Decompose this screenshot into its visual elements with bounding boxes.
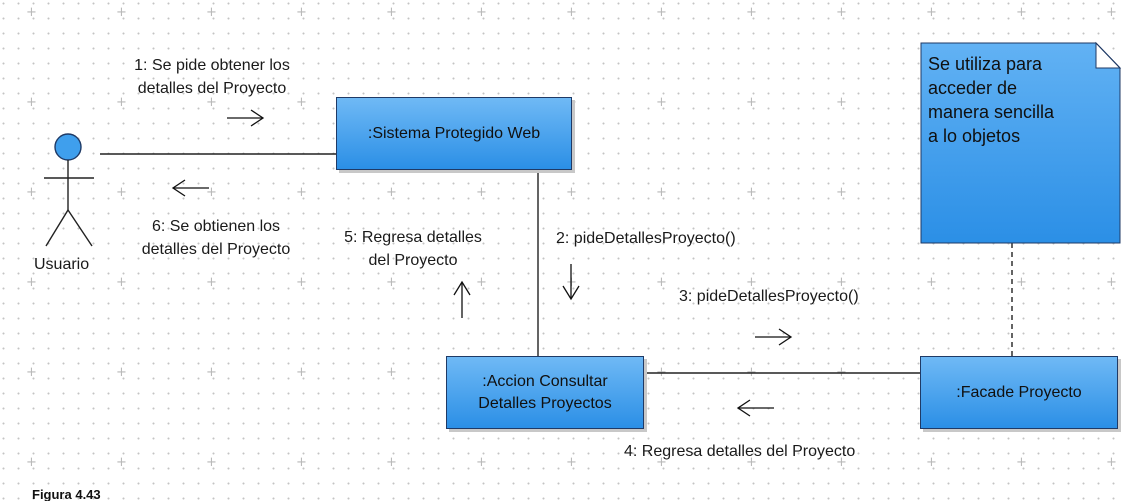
grid-plus-mark: + [566, 455, 577, 470]
message-1-line2: detalles del Proyecto [137, 80, 287, 97]
grid-plus-mark: + [836, 5, 847, 20]
grid-plus-mark: + [26, 5, 37, 20]
grid-plus-mark: + [476, 5, 487, 20]
grid-plus-mark: + [386, 185, 397, 200]
grid-plus-mark: + [386, 275, 397, 290]
grid-plus-mark: + [656, 95, 667, 110]
arrow-m1 [227, 109, 265, 127]
grid-plus-mark: + [1016, 5, 1027, 20]
message-6-line2: detalles del Proyecto [141, 241, 291, 258]
grid-plus-mark: + [656, 5, 667, 20]
grid-plus-mark: + [296, 185, 307, 200]
grid-plus-mark: + [746, 455, 757, 470]
message-5-line1: 5: Regresa detalles [344, 229, 482, 246]
grid-plus-mark: + [746, 5, 757, 20]
grid-plus-mark: + [206, 275, 217, 290]
grid-plus-mark: + [746, 95, 757, 110]
object-sistema-label: :Sistema Protegido Web [367, 124, 541, 142]
message-5-line2: del Proyecto [368, 252, 458, 269]
grid-plus-mark: + [116, 365, 127, 380]
message-5: 5: Regresa detalles del Proyecto [318, 226, 508, 272]
grid-plus-mark: + [1106, 455, 1117, 470]
object-accion-label-line2: Detalles Proyectos [478, 394, 612, 412]
grid-plus-mark: + [656, 185, 667, 200]
note-text: Se utiliza para acceder de manera sencil… [928, 54, 1055, 146]
message-3: 3: pideDetallesProyecto() [679, 288, 859, 305]
note-shape [920, 41, 1122, 244]
grid-plus-mark: + [746, 275, 757, 290]
grid-plus-mark: + [926, 455, 937, 470]
grid-plus-mark: + [116, 275, 127, 290]
grid-plus-mark: + [476, 455, 487, 470]
grid-plus-mark: + [476, 275, 487, 290]
arrow-m5 [453, 280, 471, 318]
grid-plus-mark: + [566, 185, 577, 200]
grid-plus-mark: + [206, 455, 217, 470]
message-2: 2: pideDetallesProyecto() [556, 230, 736, 247]
grid-plus-mark: + [386, 5, 397, 20]
grid-plus-mark: + [116, 5, 127, 20]
grid-plus-mark: + [206, 365, 217, 380]
grid-plus-mark: + [476, 185, 487, 200]
grid-plus-mark: + [1106, 275, 1117, 290]
grid-plus-mark: + [26, 275, 37, 290]
grid-plus-mark: + [116, 95, 127, 110]
arrow-m4 [736, 399, 774, 417]
figure-caption: Figura 4.43 [32, 487, 101, 501]
grid-plus-mark: + [296, 5, 307, 20]
arrow-m2 [562, 264, 580, 301]
message-6-line1: 6: Se obtienen los [151, 218, 281, 235]
grid-plus-mark: + [926, 275, 937, 290]
grid-plus-mark: + [1106, 5, 1117, 20]
object-sistema-protegido-web[interactable]: :Sistema Protegido Web [336, 97, 572, 170]
grid-plus-mark: + [296, 455, 307, 470]
grid-plus-mark: + [746, 185, 757, 200]
object-facade-proyecto[interactable]: :Facade Proyecto [920, 356, 1118, 429]
grid-plus-mark: + [26, 365, 37, 380]
grid-plus-mark: + [836, 455, 847, 470]
grid-plus-mark: + [386, 455, 397, 470]
actor-name: Usuario [34, 256, 90, 273]
actor-figure [44, 133, 94, 247]
grid-plus-mark: + [836, 95, 847, 110]
arrow-m3 [755, 328, 793, 346]
grid-plus-mark: + [566, 5, 577, 20]
grid-plus-mark: + [116, 185, 127, 200]
grid-plus-mark: + [296, 275, 307, 290]
grid-plus-mark: + [206, 95, 217, 110]
object-accion-label-line1: :Accion Consultar [482, 372, 608, 390]
grid-plus-mark: + [26, 95, 37, 110]
grid-plus-mark: + [926, 5, 937, 20]
grid-plus-mark: + [296, 365, 307, 380]
grid-plus-mark: + [656, 455, 667, 470]
message-1: 1: Se pide obtener los detalles del Proy… [110, 54, 314, 100]
grid-plus-mark: + [26, 185, 37, 200]
grid-plus-mark: + [116, 455, 127, 470]
grid-plus-mark: + [26, 455, 37, 470]
grid-plus-mark: + [656, 275, 667, 290]
object-facade-label: :Facade Proyecto [956, 383, 1082, 401]
grid-plus-mark: + [1016, 455, 1027, 470]
grid-plus-mark: + [296, 95, 307, 110]
object-accion-consultar[interactable]: :Accion Consultar Detalles Proyectos [446, 356, 644, 429]
grid-plus-mark: + [836, 275, 847, 290]
grid-plus-mark: + [836, 185, 847, 200]
grid-plus-mark: + [206, 5, 217, 20]
message-1-line1: 1: Se pide obtener los [134, 57, 290, 74]
arrow-m6 [171, 179, 209, 197]
grid-plus-mark: + [1016, 275, 1027, 290]
message-4: 4: Regresa detalles del Proyecto [624, 443, 856, 460]
grid-plus-mark: + [206, 185, 217, 200]
grid-plus-mark: + [386, 365, 397, 380]
message-6: 6: Se obtienen los detalles del Proyecto [118, 215, 314, 261]
